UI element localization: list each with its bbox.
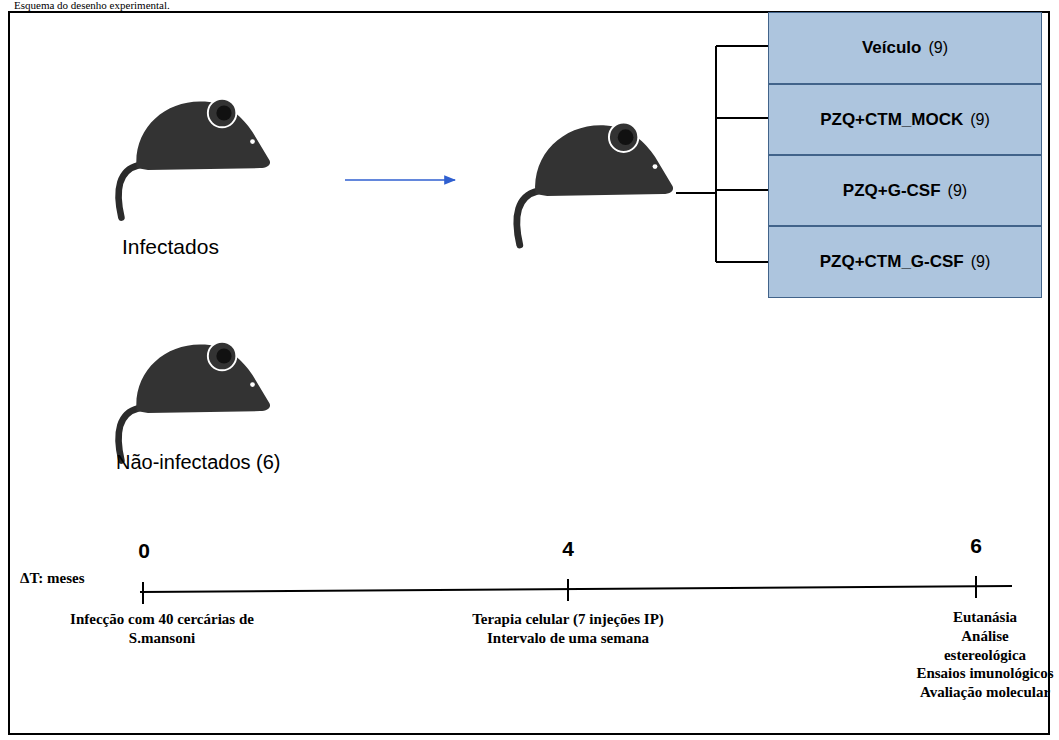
timeline-note: Intervalo de uma semana (487, 629, 649, 648)
mouse-icon (119, 99, 270, 218)
tick-label: 6 (966, 533, 986, 559)
group-box: Veículo (9) (768, 12, 1042, 84)
label-column: Terapia celular (7 injeções IP)Intervalo… (408, 610, 728, 648)
label-column: Esquema do desenho experimental. (14, 0, 514, 13)
group-name: PZQ+G-CSF (843, 181, 941, 201)
timeline-note: Eutanásia (953, 608, 1017, 627)
group-name: PZQ+CTM_MOCK (820, 110, 963, 130)
sample-size: (9) (970, 111, 990, 129)
mouse-icon (517, 123, 673, 246)
group-bracket (676, 46, 768, 262)
label-column: EutanásiaAnálise estereológicaEnsaios im… (900, 608, 1059, 702)
tick-label: 4 (558, 536, 578, 562)
group-name: PZQ+CTM_G-CSF (820, 252, 964, 272)
group-box: PZQ+CTM_MOCK (9) (768, 84, 1042, 155)
sample-size: (9) (928, 39, 948, 57)
timeline-note: Infecção com 40 cercárias de S.mansoni (52, 610, 272, 648)
tick-label: 0 (134, 538, 154, 564)
figure-heading: Esquema do desenho experimental. (14, 0, 170, 13)
axis-label: ΔT: meses (20, 569, 140, 588)
group-box: PZQ+G-CSF (9) (768, 155, 1042, 226)
timeline-note: Terapia celular (7 injeções IP) (472, 610, 664, 629)
sample-size: (9) (948, 182, 968, 200)
group-label: Não-infectados (6) (116, 450, 376, 475)
mouse-icon (119, 342, 270, 461)
outer-frame (9, 12, 1049, 734)
group-label: Infectados (122, 234, 322, 260)
timeline-note: Ensaios imunológicos (916, 664, 1053, 683)
timeline-note: Análise estereológica (930, 627, 1040, 665)
group-name: Veículo (862, 38, 922, 58)
sample-size: (9) (971, 253, 991, 271)
group-box: PZQ+CTM_G-CSF (9) (768, 226, 1042, 298)
timeline-axis (140, 576, 1012, 604)
timeline-note: Avaliação molecular (920, 683, 1050, 702)
flow-arrow (345, 179, 455, 181)
